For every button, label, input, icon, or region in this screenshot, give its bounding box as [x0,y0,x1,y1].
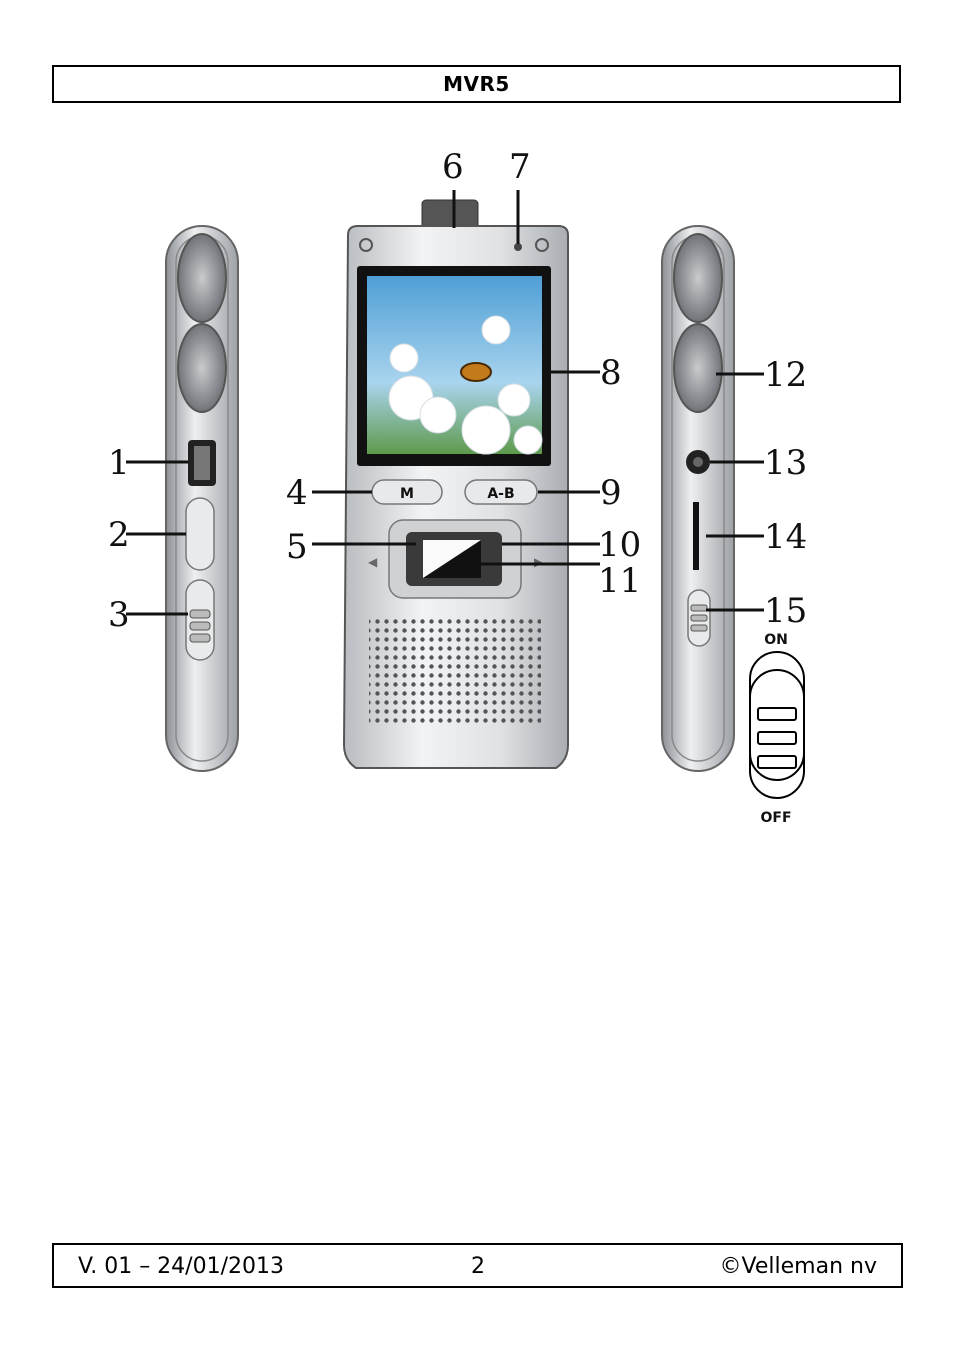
left-side-view [165,225,239,772]
callout-9: 9 [600,473,622,513]
front-view: M A-B ◀ ▶ [342,199,569,769]
callout-6: 6 [442,147,464,187]
callout-labels: 1 2 3 4 5 6 7 8 9 10 11 12 13 14 15 [108,147,807,635]
button-m-label: M [400,486,414,502]
button-ab-label: A-B [487,486,514,502]
svg-text:▶: ▶ [534,555,544,569]
callout-5: 5 [286,527,308,567]
callout-8: 8 [600,353,622,393]
callout-1: 1 [108,443,130,483]
callout-7: 7 [509,147,531,187]
callout-14: 14 [764,517,807,557]
page-title: MVR5 [443,72,510,96]
footer-box: V. 01 – 24/01/2013 2 ©Velleman nv [52,1243,903,1288]
callout-12: 12 [764,355,807,395]
footer-page-number: 2 [471,1254,485,1279]
callout-11: 11 [598,561,641,601]
device-illustration: M A-B ◀ ▶ O [108,147,807,826]
switch-off-label: OFF [760,810,791,826]
svg-text:◀: ◀ [368,555,378,569]
callout-15: 15 [764,591,807,631]
power-switch-detail: ON OFF [749,632,805,826]
footer-copyright: ©Velleman nv [719,1254,877,1279]
switch-on-label: ON [764,632,788,648]
right-side-view [661,225,735,772]
callout-13: 13 [764,443,807,483]
leader-lines [126,190,764,616]
callout-2: 2 [108,515,130,555]
callout-4: 4 [286,473,308,513]
footer-version: V. 01 – 24/01/2013 [78,1254,284,1279]
callout-3: 3 [108,595,130,635]
callout-10: 10 [598,525,641,565]
screen-flowers [388,315,543,455]
header-box: MVR5 [52,65,901,103]
device-figure: M A-B ◀ ▶ O [76,140,821,882]
